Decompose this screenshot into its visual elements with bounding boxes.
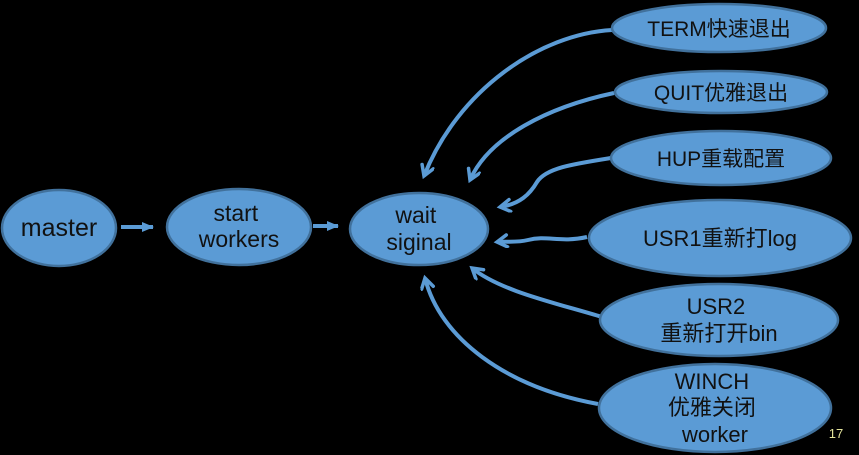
node-quit	[613, 69, 829, 115]
arrow-usr2-to-wait-signal	[472, 268, 603, 319]
node-hup-label: HUP重载配置	[657, 148, 785, 171]
node-hup	[609, 129, 833, 187]
node-usr1	[587, 198, 853, 278]
node-wait-signal-label: wait siginal	[386, 202, 451, 255]
node-start-workers	[165, 187, 313, 267]
arrow-usr1-to-wait-signal	[497, 237, 588, 242]
node-master	[0, 188, 118, 268]
node-start-workers-label: start workers	[198, 200, 280, 252]
node-wait-signal	[348, 191, 490, 267]
node-winch	[597, 362, 833, 454]
node-usr2-label: USR2 重新打开bin	[660, 294, 777, 346]
arrow-quit-to-wait-signal	[470, 91, 615, 180]
arrow-hup-to-wait-signal	[500, 156, 612, 207]
arrow-winch-to-wait-signal	[425, 278, 599, 406]
node-usr2	[598, 282, 840, 358]
node-term-label: TERM快速退出	[647, 18, 791, 41]
node-term	[610, 2, 828, 54]
node-winch-label: WINCH 优雅关闭 worker	[668, 369, 762, 447]
slide-number: 17	[829, 426, 843, 441]
node-master-label: master	[21, 214, 97, 242]
node-usr1-label: USR1重新打log	[643, 226, 797, 251]
arrow-term-to-wait-signal	[424, 28, 613, 176]
node-quit-label: QUIT优雅退出	[654, 82, 788, 105]
